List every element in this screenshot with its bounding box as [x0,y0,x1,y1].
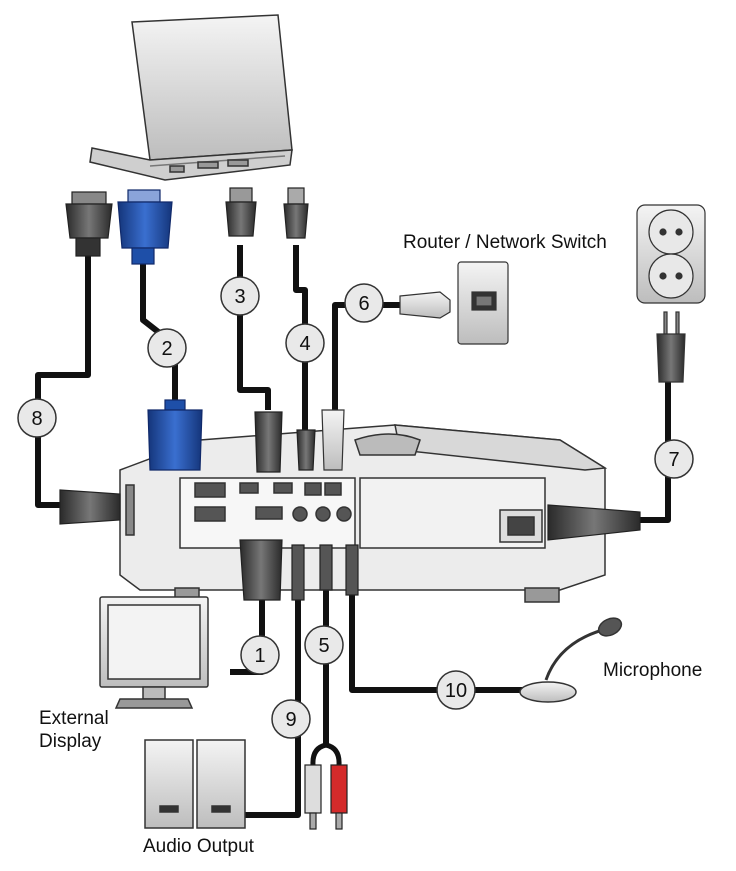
cable-9 [235,600,301,818]
vga-connector-2-top [117,189,173,265]
svg-text:4: 4 [299,333,310,355]
power-plug [547,504,641,541]
svg-text:5: 5 [318,635,329,657]
callout-4: 4 [285,323,325,363]
callout-10: 10 [436,670,476,710]
svg-text:3: 3 [234,286,245,308]
cable-8 [35,255,91,508]
svg-text:6: 6 [358,293,369,315]
vga-plug-8 [59,489,121,525]
external-display-label-line1: External [39,708,109,729]
cable-3 [237,245,271,410]
power-outlet [636,204,706,383]
rca-connectors [304,742,348,830]
callout-3: 3 [220,276,260,316]
cable-7 [640,380,671,523]
svg-text:9: 9 [285,709,296,731]
lan-plug [321,409,345,471]
vga-connector-8-top [65,191,113,257]
usb-connector-top [283,187,309,239]
audio-plugs [291,544,359,601]
microphone [519,617,623,703]
vga-plug-2 [147,399,203,471]
hdmi-connector-top [225,187,257,237]
speakers [144,739,246,829]
svg-text:1: 1 [254,645,265,667]
callout-badges: 1 2 3 4 5 6 7 8 9 10 [17,276,694,739]
svg-text:2: 2 [161,338,172,360]
router-label: Router / Network Switch [403,232,607,253]
callout-8: 8 [17,398,57,438]
callout-6: 6 [344,283,384,323]
svg-text:8: 8 [31,408,42,430]
microphone-label: Microphone [603,660,703,681]
network-jack [399,261,509,345]
callout-9: 9 [271,699,311,739]
cable-10 [349,595,530,693]
svg-text:10: 10 [445,680,467,702]
callout-7: 7 [654,439,694,479]
callout-5: 5 [304,625,344,665]
vga-plug-1 [239,539,283,601]
external-display [99,596,209,709]
external-display-label-line2: Display [39,731,102,752]
laptop [89,14,293,181]
callout-1: 1 [240,635,280,675]
audio-output-label: Audio Output [143,836,254,857]
hdmi-plug [254,411,283,473]
callout-2: 2 [147,328,187,368]
usb-plug [296,429,316,471]
svg-text:7: 7 [668,449,679,471]
